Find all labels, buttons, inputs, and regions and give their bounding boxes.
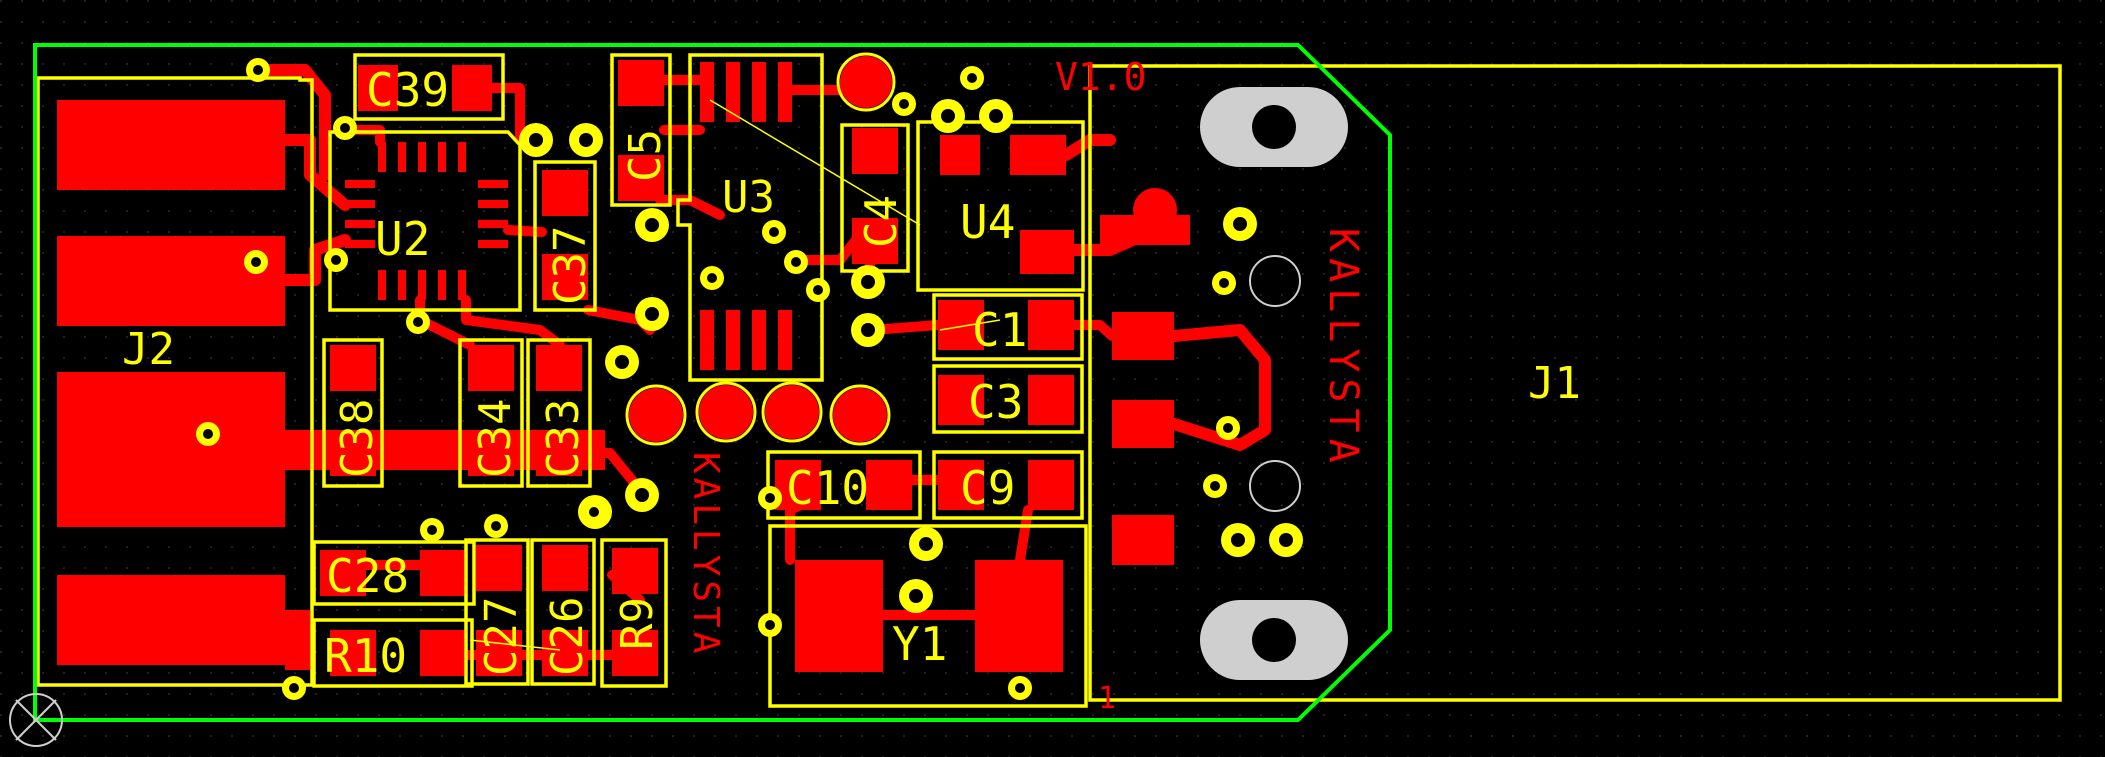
label-c39: C39 [366, 63, 449, 117]
thin-trace [709, 99, 921, 226]
tp4-pad[interactable] [765, 385, 819, 439]
label-j1: J1 [1528, 358, 1581, 409]
c3-pads[interactable] [938, 375, 984, 425]
c26-pads[interactable] [542, 545, 588, 591]
c37-pads[interactable] [542, 170, 588, 216]
tp1-pad[interactable] [840, 56, 892, 108]
label-c5: C5 [620, 129, 671, 182]
j1-pad[interactable] [1112, 515, 1174, 565]
thin-trace [939, 319, 1001, 331]
label-u2: U2 [375, 212, 430, 266]
label-c33: C33 [538, 399, 589, 478]
tp3-pad[interactable] [699, 385, 753, 439]
c33-pads[interactable] [536, 345, 582, 391]
pin1-marker: 1 [1098, 681, 1116, 716]
label-c34: C34 [470, 399, 521, 478]
j2-pad-1[interactable] [57, 100, 285, 190]
c27-pads[interactable] [476, 545, 522, 591]
j2-pad-2[interactable] [57, 236, 285, 326]
through-hole-pads [519, 99, 1303, 613]
brand-label-right: KALLYSTA [1320, 228, 1366, 469]
npth-hole [1249, 255, 1301, 307]
j2-pad-4[interactable] [57, 575, 285, 665]
c5-pads[interactable] [618, 60, 664, 106]
label-c3: C3 [968, 375, 1023, 429]
label-u3: U3 [722, 172, 775, 223]
label-tp4: TP4 [771, 401, 813, 425]
label-r9: R9 [612, 597, 663, 650]
label-j2: J2 [122, 324, 175, 375]
j1-pad[interactable] [1112, 312, 1174, 360]
npth-hole [1249, 460, 1301, 512]
label-tp5: TP5 [839, 404, 881, 428]
label-c28: C28 [326, 549, 409, 603]
label-c27: C27 [476, 597, 527, 676]
mounting-holes [1200, 87, 1348, 680]
label-c4: C4 [856, 195, 907, 248]
label-u4: U4 [960, 195, 1015, 249]
label-c1: C1 [972, 303, 1027, 357]
j2-pad-3[interactable] [57, 372, 285, 527]
thin-trace [469, 639, 561, 651]
y1-pad-1[interactable] [795, 560, 883, 672]
label-tp1: TP1 [845, 71, 887, 95]
r10-pads[interactable] [330, 630, 376, 676]
label-y1: Y1 [892, 617, 947, 671]
c38-pads[interactable] [330, 345, 376, 391]
tp5-pad[interactable] [833, 388, 887, 442]
version-label: V1.0 [1055, 55, 1147, 99]
c9-pads[interactable] [938, 460, 984, 510]
label-c38: C38 [332, 399, 383, 478]
c1-pads[interactable] [938, 300, 984, 350]
j1-pad[interactable] [1112, 400, 1174, 448]
copper-pour [285, 610, 310, 670]
label-c9: C9 [960, 461, 1015, 515]
label-c37: C37 [545, 226, 596, 305]
c4-pads[interactable] [852, 128, 898, 174]
silkscreen-layer [36, 53, 2062, 708]
label-c26: C26 [542, 597, 593, 676]
c34-pads[interactable] [468, 345, 514, 391]
c28-pads[interactable] [320, 550, 366, 596]
c39-pads[interactable] [358, 65, 398, 111]
y1-pad-2[interactable] [975, 560, 1063, 672]
label-r10: R10 [324, 629, 407, 683]
brand-label-bottom: KALLYSTA [685, 452, 726, 657]
origin-marker [9, 693, 63, 747]
tp2-pad[interactable] [629, 388, 683, 442]
copper-layer [57, 56, 1190, 676]
label-tp2: TP2 [635, 404, 677, 428]
vias [196, 58, 1240, 700]
label-c10: C10 [786, 461, 869, 515]
label-tp3: TP3 [705, 401, 747, 425]
